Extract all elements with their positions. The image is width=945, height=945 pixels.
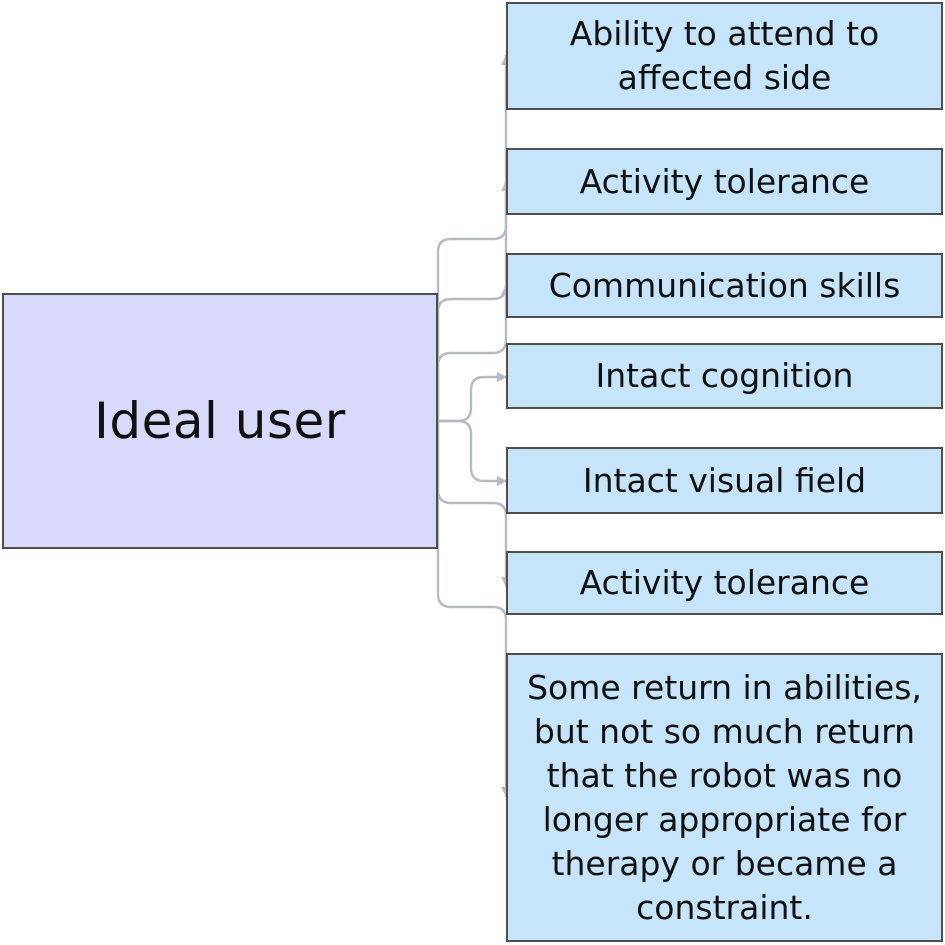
leaf-node-intact-cognition: Intact cognition bbox=[506, 343, 943, 409]
root-node-ideal-user: Ideal user bbox=[2, 293, 438, 549]
connector-to-ability-to-attend bbox=[436, 55, 508, 420]
connector-to-communication-skills bbox=[436, 285, 508, 420]
leaf-node-some-return-in-abilities: Some return in abilities, but not so muc… bbox=[506, 653, 943, 942]
leaf-node-communication-skills: Communication skills bbox=[506, 253, 943, 318]
leaf-node-label: Activity tolerance bbox=[579, 563, 870, 602]
leaf-node-label: Intact cognition bbox=[595, 356, 854, 395]
leaf-node-label: Intact visual field bbox=[582, 460, 867, 500]
leaf-node-label: Activity tolerance bbox=[579, 161, 870, 201]
connector-to-some-return bbox=[436, 420, 508, 797]
root-node-label: Ideal user bbox=[94, 392, 346, 450]
leaf-node-label: Some return in abilities, but not so muc… bbox=[527, 667, 922, 927]
leaf-node-intact-visual-field: Intact visual field bbox=[506, 447, 943, 514]
leaf-node-ability-to-attend: Ability to attend to affected side bbox=[506, 2, 943, 110]
leaf-node-activity-tolerance-lower: Activity tolerance bbox=[506, 551, 943, 615]
leaf-node-label: Communication skills bbox=[548, 265, 901, 305]
connector-to-activity-tolerance-lower bbox=[436, 420, 508, 587]
leaf-node-label: Ability to attend to affected side bbox=[569, 14, 880, 97]
connector-to-intact-visual-field bbox=[438, 419, 506, 483]
connector-to-activity-tolerance-upper bbox=[436, 181, 508, 420]
connector-to-intact-cognition bbox=[438, 375, 506, 423]
leaf-node-activity-tolerance-upper: Activity tolerance bbox=[506, 148, 943, 215]
